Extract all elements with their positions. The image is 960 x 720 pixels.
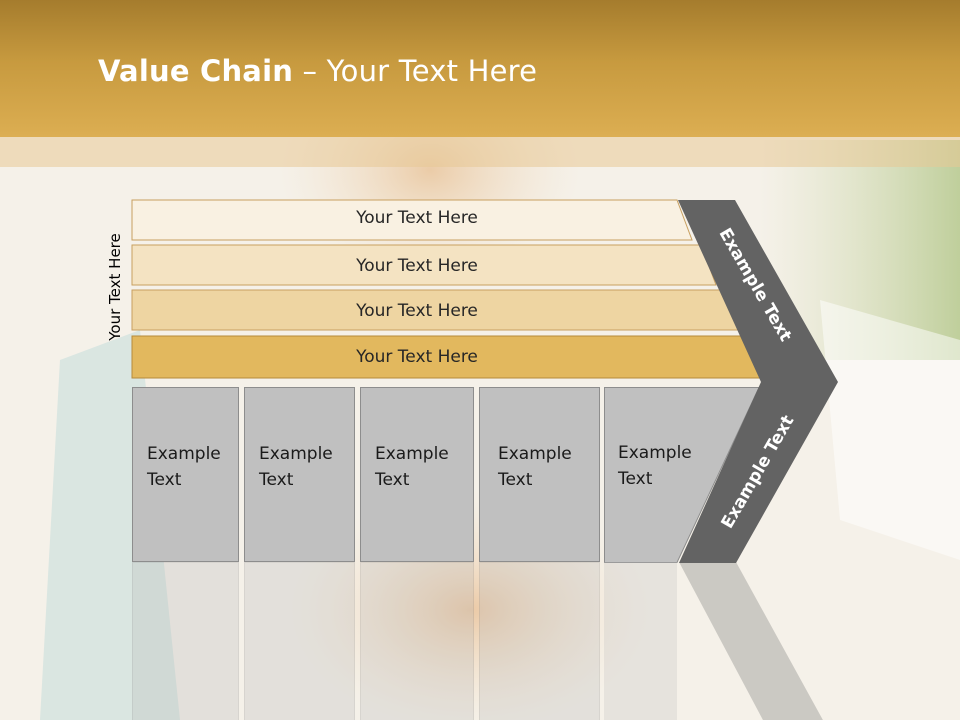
box-line2: Text (618, 469, 653, 489)
reflection-chevron (604, 562, 823, 720)
reflection-box (360, 562, 474, 720)
box-line1: Example (498, 444, 572, 464)
value-row-label: Your Text Here (356, 347, 478, 367)
title-rest: – Your Text Here (293, 54, 538, 88)
value-row-label: Your Text Here (356, 256, 478, 276)
value-row-label: Your Text Here (356, 301, 478, 321)
title-bold: Value Chain (98, 54, 294, 88)
box-line2: Text (375, 470, 410, 490)
reflection-box (244, 562, 355, 720)
reflection-box (132, 562, 239, 720)
header-accent-strip (0, 137, 960, 167)
reflection-box (479, 562, 600, 720)
box-line2: Text (498, 470, 533, 490)
box-line2: Text (147, 470, 182, 490)
box-line2: Text (259, 470, 294, 490)
page-title: Value Chain – Your Text Here (98, 54, 537, 88)
value-row-label: Your Text Here (356, 208, 478, 228)
example-box-5 (604, 387, 760, 563)
box-line1: Example (618, 443, 692, 463)
box-line1: Example (259, 444, 333, 464)
header-bar (0, 0, 960, 137)
reflection (0, 562, 960, 720)
box-line1: Example (375, 444, 449, 464)
box-line1: Example (147, 444, 221, 464)
